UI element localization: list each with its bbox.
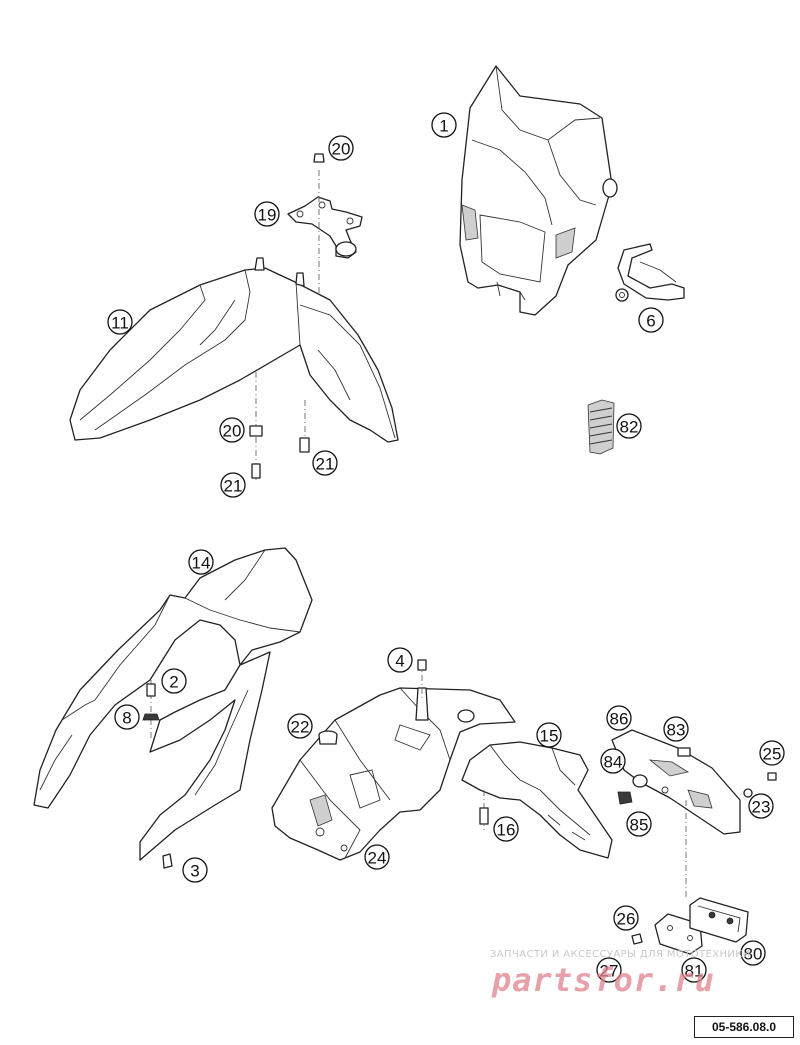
svg-text:81: 81 (685, 962, 704, 981)
screw-25[interactable] (767, 772, 777, 781)
callout-86: 86 (606, 705, 632, 731)
svg-text:82: 82 (620, 418, 639, 437)
svg-text:20: 20 (223, 422, 242, 441)
watermark-subtitle: ЗАПЧАСТИ И АКСЕССУАРЫ ДЛЯ МОТОТЕХНИКИ (490, 949, 751, 960)
bolt-21-left[interactable] (251, 463, 261, 479)
callout-6: 6 (638, 307, 664, 333)
svg-text:15: 15 (540, 727, 559, 746)
svg-text:23: 23 (752, 798, 771, 817)
reflector-pad-part[interactable] (587, 399, 615, 455)
callout-24: 24 (364, 844, 390, 870)
svg-text:85: 85 (630, 816, 649, 835)
callout-3: 3 (182, 857, 208, 883)
svg-text:27: 27 (600, 962, 619, 981)
rear-fender-part[interactable] (33, 547, 313, 809)
svg-text:21: 21 (316, 455, 335, 474)
callout-20-top: 20 (328, 135, 354, 161)
side-panel-part[interactable] (139, 651, 271, 869)
svg-text:84: 84 (604, 753, 623, 772)
callout-83: 83 (663, 716, 689, 742)
washer-23[interactable] (743, 788, 753, 798)
callout-82: 82 (616, 413, 642, 439)
svg-text:26: 26 (617, 910, 636, 929)
plate-holder-part[interactable] (461, 741, 613, 859)
bolt-20-top[interactable] (313, 153, 325, 163)
nut-85[interactable] (617, 791, 633, 805)
front-fender-part[interactable] (69, 257, 399, 443)
bolt-83[interactable] (677, 747, 691, 757)
svg-text:4: 4 (395, 652, 404, 671)
callout-84: 84 (600, 748, 626, 774)
svg-text:83: 83 (667, 721, 686, 740)
callout-16: 16 (493, 816, 519, 842)
callout-8: 8 (114, 704, 140, 730)
callout-27: 27 (596, 957, 622, 983)
svg-text:20: 20 (332, 140, 351, 159)
callout-26: 26 (613, 905, 639, 931)
callout-85: 85 (626, 811, 652, 837)
svg-text:80: 80 (744, 945, 763, 964)
headlight-clamp-part[interactable] (615, 243, 685, 302)
callout-19: 19 (254, 201, 280, 227)
reflector-part[interactable] (689, 897, 749, 943)
svg-text:8: 8 (122, 709, 131, 728)
svg-text:24: 24 (368, 849, 387, 868)
callout-25: 25 (759, 740, 785, 766)
svg-text:2: 2 (169, 673, 178, 692)
fender-bracket-part[interactable] (287, 196, 363, 259)
svg-text:21: 21 (224, 477, 243, 496)
bolt-4[interactable] (417, 659, 427, 671)
bolt-16[interactable] (479, 807, 489, 825)
nut-8[interactable] (142, 713, 160, 721)
callout-4: 4 (387, 647, 413, 673)
watermark-brand-logo: partsfor.ru (492, 961, 715, 999)
callout-11: 11 (107, 309, 133, 335)
callout-80: 80 (740, 940, 766, 966)
bolt-20-lower[interactable] (249, 425, 263, 437)
svg-text:14: 14 (192, 554, 211, 573)
bolt-2[interactable] (146, 683, 156, 697)
callout-1: 1 (431, 112, 457, 138)
screw-27[interactable] (631, 933, 643, 945)
svg-text:25: 25 (763, 745, 782, 764)
callout-22: 22 (287, 713, 313, 739)
headlight-mask-part[interactable] (459, 65, 618, 316)
svg-text:11: 11 (111, 314, 129, 333)
bolt-21-right[interactable] (299, 437, 310, 453)
callout-21-left: 21 (220, 472, 246, 498)
callout-23: 23 (748, 793, 774, 819)
rubber-buffer-22[interactable] (318, 730, 338, 745)
svg-text:1: 1 (439, 117, 448, 136)
svg-text:3: 3 (190, 862, 199, 881)
callout-15: 15 (536, 722, 562, 748)
callout-81: 81 (681, 957, 707, 983)
callout-21-right: 21 (312, 450, 338, 476)
svg-text:16: 16 (497, 821, 516, 840)
svg-text:6: 6 (646, 312, 655, 331)
svg-text:19: 19 (258, 206, 277, 225)
callout-2: 2 (161, 668, 187, 694)
callout-14: 14 (188, 549, 214, 575)
svg-text:22: 22 (291, 718, 310, 737)
callout-20-lower: 20 (219, 417, 245, 443)
drawing-code-label: 05-586.08.0 (694, 1016, 794, 1038)
svg-text:86: 86 (610, 710, 629, 729)
washer-84[interactable] (632, 774, 648, 788)
